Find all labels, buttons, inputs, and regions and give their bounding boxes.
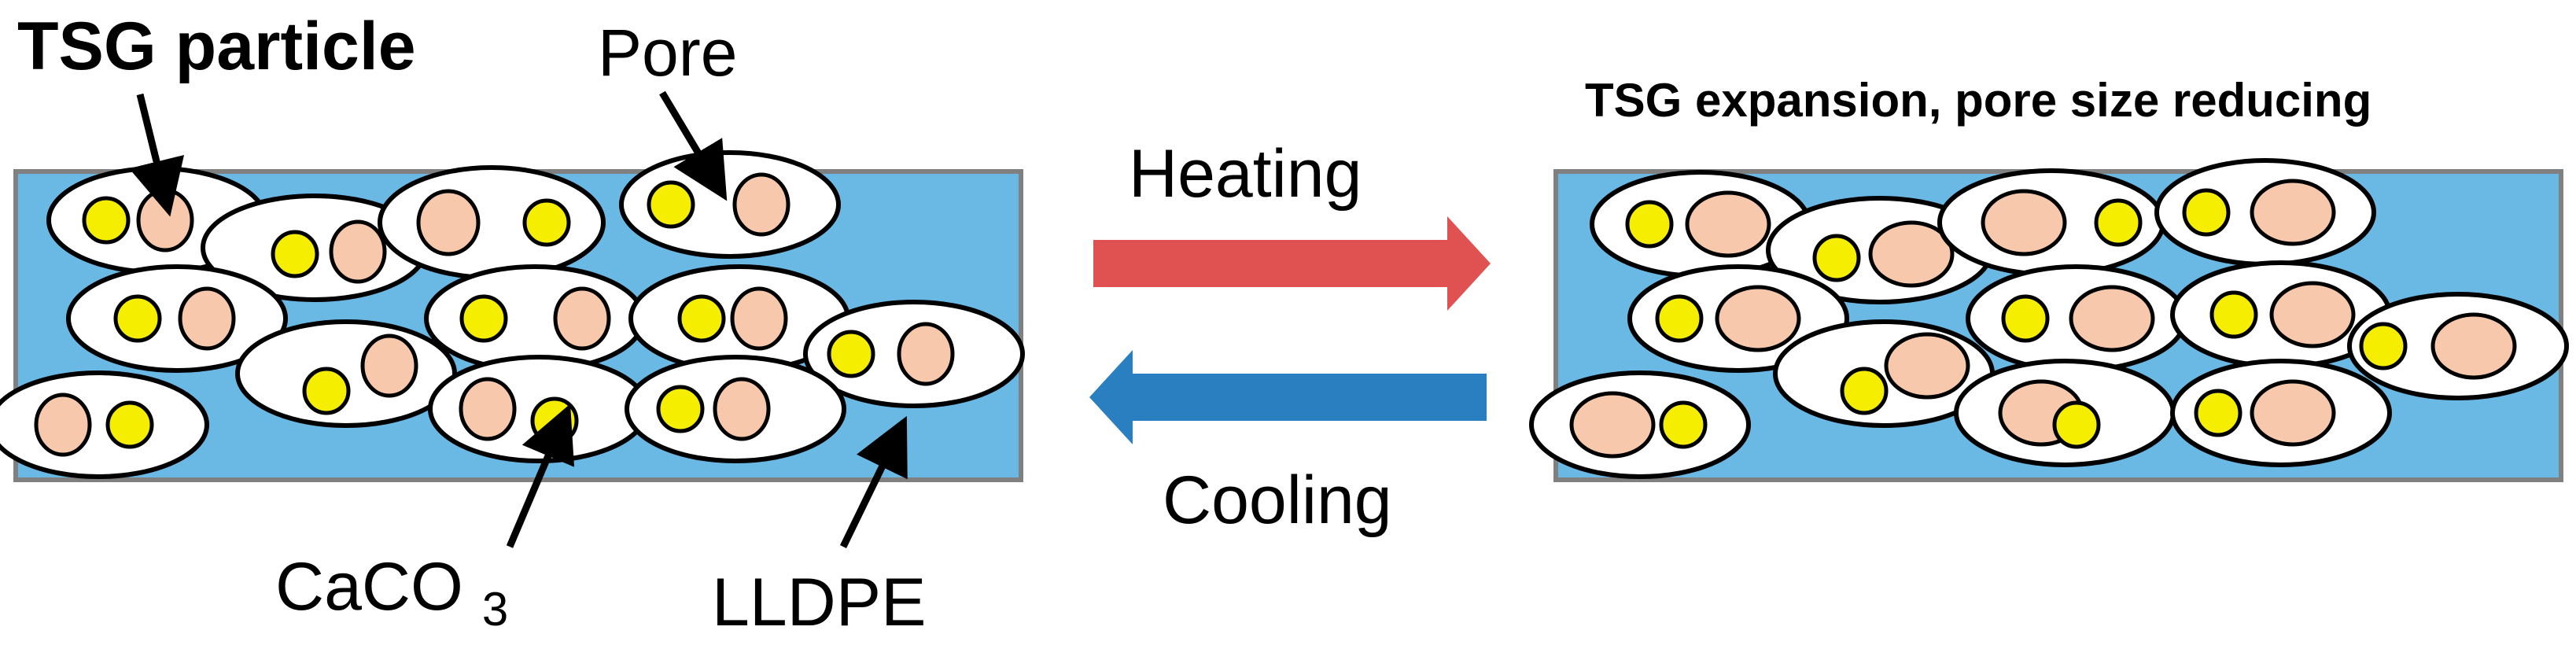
lldpe-label: LLDPE [712, 565, 927, 640]
pore [0, 370, 209, 479]
tsg-particle [2069, 285, 2155, 352]
right-panel: TSG expansion, pore size reducing [1529, 74, 2569, 482]
caco3-particle [2209, 290, 2258, 339]
caco3-particle [2359, 322, 2408, 370]
pore [1773, 319, 1995, 428]
heating-label: Heating [1129, 136, 1362, 212]
pore [2170, 260, 2392, 369]
pore [2170, 359, 2392, 467]
caco3-particle [271, 230, 319, 278]
tsg-particle [1569, 391, 1656, 459]
tsg-particle-pointer [129, 93, 185, 217]
tsg-particle [897, 322, 955, 386]
pore [1966, 264, 2187, 373]
left-panel: TSG particle Pore CaCO 3 LLDPE [0, 9, 1025, 640]
caco3-particle [459, 294, 508, 343]
tsg-particle [1685, 190, 1771, 258]
pore [66, 264, 288, 373]
pore [235, 319, 457, 428]
caco3-label-subscript: 3 [482, 583, 508, 636]
caco3-particle [105, 400, 154, 449]
pore-ellipse [235, 319, 457, 428]
pore [428, 355, 650, 463]
tsg-particle-label: TSG particle [17, 9, 416, 84]
tsg-particle [2269, 281, 2356, 348]
caco3-particle [113, 294, 162, 343]
caco3-particle [1812, 234, 1861, 282]
caco3-particle [677, 294, 726, 343]
pore [803, 300, 1025, 408]
pore [619, 150, 841, 259]
caco3-pointer [506, 404, 575, 548]
pores-right [1529, 158, 2569, 479]
caco3-particle [82, 196, 131, 245]
pore [2347, 292, 2569, 400]
pores-left [0, 150, 1025, 479]
caco3-particle [2182, 188, 2231, 237]
tsg-particle [713, 377, 771, 441]
caco3-particle [2194, 389, 2242, 437]
heating-arrow [1093, 216, 1491, 311]
tsg-particle [1981, 189, 2067, 256]
tsg-particle [360, 334, 418, 398]
pore [378, 165, 606, 280]
pore-pointer [659, 90, 728, 201]
pore [1954, 359, 2176, 467]
caco3-particle [302, 367, 351, 415]
tsg-particle [329, 219, 387, 284]
tsg-particle [730, 286, 788, 351]
caco3-particle [2001, 294, 2050, 343]
pore [625, 355, 846, 463]
tsg-particle [2430, 312, 2517, 380]
tsg-particle [1715, 285, 1801, 352]
lldpe-pointer [839, 415, 908, 548]
caco3-particle [1659, 400, 1708, 449]
caco3-particle [1655, 294, 1704, 343]
tsg-particle [732, 172, 790, 237]
pore [1529, 370, 1751, 479]
tsg-particle [416, 189, 481, 256]
tsg-particle [2250, 179, 2336, 246]
caco3-particle [656, 385, 705, 433]
pore-ellipse [66, 264, 288, 373]
tsg-particle [2250, 379, 2336, 447]
tsg-particle [34, 393, 92, 457]
right-panel-title: TSG expansion, pore size reducing [1585, 74, 2371, 127]
caco3-particle [1840, 367, 1889, 415]
pore [201, 194, 429, 302]
tsg-particle [1868, 220, 1955, 288]
pore-label: Pore [598, 16, 737, 90]
pore [1627, 264, 1849, 373]
tsg-particle [178, 286, 236, 351]
pore [2154, 158, 2376, 267]
cooling-label: Cooling [1163, 463, 1392, 538]
caco3-particle [2094, 198, 2143, 247]
caco3-particle [647, 180, 695, 229]
caco3-particle [827, 330, 875, 378]
tsg-particle [1884, 332, 1970, 400]
process-arrows: Heating Cooling [1089, 136, 1491, 538]
tsg-particle [553, 286, 611, 351]
caco3-label-main: CaCO [275, 549, 463, 625]
cooling-arrow [1089, 350, 1487, 444]
pore [1937, 168, 2165, 277]
caco3-particle [2052, 400, 2101, 449]
caco3-particle [522, 198, 571, 247]
pore-ellipse [0, 370, 209, 479]
caco3-label: CaCO 3 [275, 549, 508, 636]
tsg-particle [459, 377, 517, 441]
caco3-particle [1625, 200, 1674, 249]
